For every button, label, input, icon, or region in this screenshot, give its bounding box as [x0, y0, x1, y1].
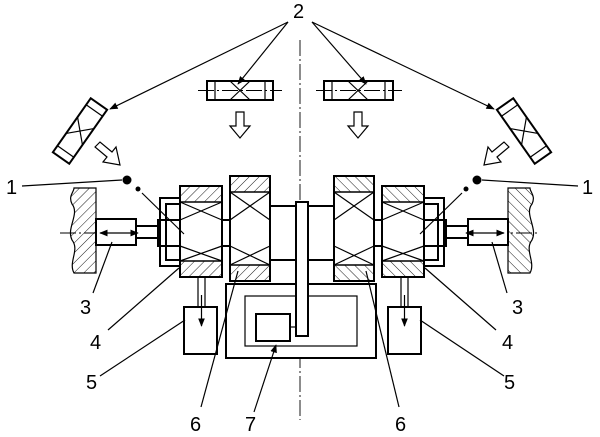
callout-3-right: 3 — [512, 297, 523, 319]
inner-bearing-right — [333, 175, 375, 282]
right-pusher — [445, 218, 509, 246]
outer-bearing-left — [179, 185, 223, 278]
callout-7: 7 — [245, 414, 256, 436]
callout-1-left: 1 — [6, 177, 17, 199]
callout-6-right: 6 — [395, 414, 406, 436]
leader-lines — [21, 21, 579, 413]
measuring-unit-left — [183, 277, 218, 355]
callout-4-left: 4 — [90, 332, 101, 354]
callout-3-left: 3 — [80, 297, 91, 319]
flow-arrow-side-left — [94, 141, 121, 166]
incoming-bearing-side-left — [51, 96, 109, 166]
flow-arrow-top-left — [228, 111, 252, 139]
callout-2: 2 — [293, 1, 304, 23]
outer-bearing-right — [381, 185, 425, 278]
sensor-left — [122, 175, 141, 192]
callout-labels: 2 1 1 3 3 4 4 5 5 6 6 7 — [6, 1, 593, 436]
callout-6-left: 6 — [190, 414, 201, 436]
incoming-bearing-top-left — [198, 80, 282, 101]
right-bracket — [424, 197, 445, 267]
flow-arrows — [94, 111, 510, 166]
left-bracket — [159, 197, 180, 267]
drive-unit — [225, 201, 377, 359]
incoming-bearing-side-right — [495, 96, 553, 166]
right-wall — [507, 187, 535, 274]
callout-5-right: 5 — [504, 372, 515, 394]
measuring-unit-right — [387, 277, 422, 355]
callout-4-right: 4 — [502, 332, 513, 354]
incoming-bearing-top-right — [316, 80, 402, 101]
sensor-right — [463, 175, 482, 192]
callout-5-left: 5 — [86, 372, 97, 394]
left-pusher — [95, 218, 159, 246]
flow-arrow-top-right — [346, 111, 370, 139]
flow-arrow-side-right — [483, 141, 510, 166]
left-wall — [69, 187, 97, 274]
callout-1-right: 1 — [582, 177, 593, 199]
inner-bearing-left — [229, 175, 271, 282]
